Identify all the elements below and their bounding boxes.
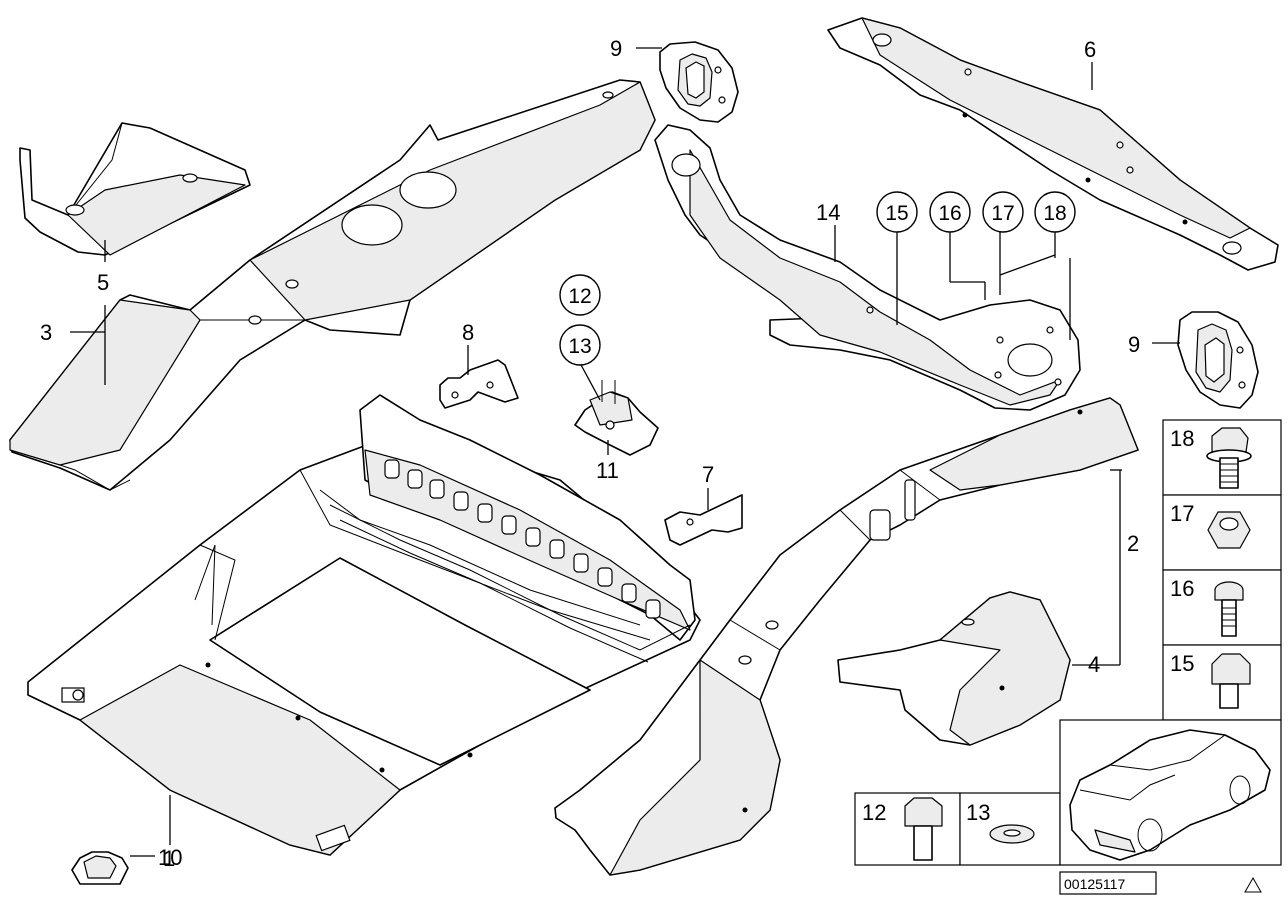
hex-bolt-long-icon	[904, 797, 943, 861]
part-6-upper-rail[interactable]	[827, 17, 1279, 271]
car-outline-icon	[1069, 729, 1271, 861]
part-14-arm[interactable]	[654, 124, 1081, 411]
part-4-bracket[interactable]	[837, 591, 1071, 746]
callout-4: 4	[1088, 652, 1100, 677]
callout-16: 16	[938, 202, 961, 225]
callout-8: 8	[462, 320, 474, 345]
callout-labels: 1 2 3 4 5 6 7 8 9 9 10 11 14 12 13 15 16…	[40, 36, 1140, 871]
reference-number: 00125117	[1059, 871, 1262, 895]
hex-bolt-icon	[1211, 653, 1251, 709]
fastener-label-12: 12	[862, 800, 886, 825]
diagram-reference-id: 00125117	[1064, 876, 1125, 892]
vehicle-thumbnail	[1059, 719, 1282, 866]
callout-6: 6	[1084, 37, 1096, 62]
callout-11: 11	[596, 458, 619, 483]
callout-3: 3	[40, 320, 52, 345]
fastener-label-17: 17	[1170, 501, 1194, 526]
callout-9-right: 9	[1128, 332, 1140, 357]
fastener-label-18: 18	[1170, 426, 1194, 451]
part-11-bracket[interactable]	[574, 380, 659, 456]
washer-icon	[989, 824, 1035, 844]
callout-7: 7	[702, 462, 714, 487]
socket-screw-icon	[1214, 581, 1244, 637]
nut-icon	[1207, 511, 1251, 549]
fastener-label-13: 13	[966, 800, 990, 825]
part-9-plate-top[interactable]	[659, 41, 739, 123]
part-5-bracket[interactable]	[19, 122, 251, 256]
callout-10: 10	[158, 845, 182, 870]
part-9-plate-right[interactable]	[1177, 311, 1259, 409]
callout-2: 2	[1127, 531, 1139, 556]
part-7-bracket[interactable]	[664, 494, 743, 546]
panel-holes	[384, 459, 661, 619]
callout-17: 17	[991, 202, 1014, 225]
callout-9-top: 9	[610, 36, 622, 61]
callout-13: 13	[568, 335, 591, 358]
callout-1: 1	[163, 846, 175, 871]
callout-12: 12	[568, 285, 591, 308]
callout-18: 18	[1043, 202, 1066, 225]
part-2-right-rail[interactable]	[554, 397, 1139, 876]
bottom-fastener-panel: 12 13	[854, 792, 1061, 866]
leader-lines	[70, 47, 1180, 857]
callout-5: 5	[97, 270, 109, 295]
rear-panel[interactable]	[329, 394, 696, 663]
fastener-panel: 18 17 16 15	[1162, 419, 1282, 721]
callout-15: 15	[885, 202, 908, 225]
part-10-clip[interactable]	[71, 851, 129, 885]
fastener-label-15: 15	[1170, 651, 1194, 676]
flange-bolt-icon	[1206, 427, 1252, 489]
fastener-label-16: 16	[1170, 576, 1194, 601]
callout-14: 14	[816, 200, 840, 225]
part-8-bracket[interactable]	[439, 359, 519, 409]
warning-triangle-icon	[1244, 876, 1262, 893]
